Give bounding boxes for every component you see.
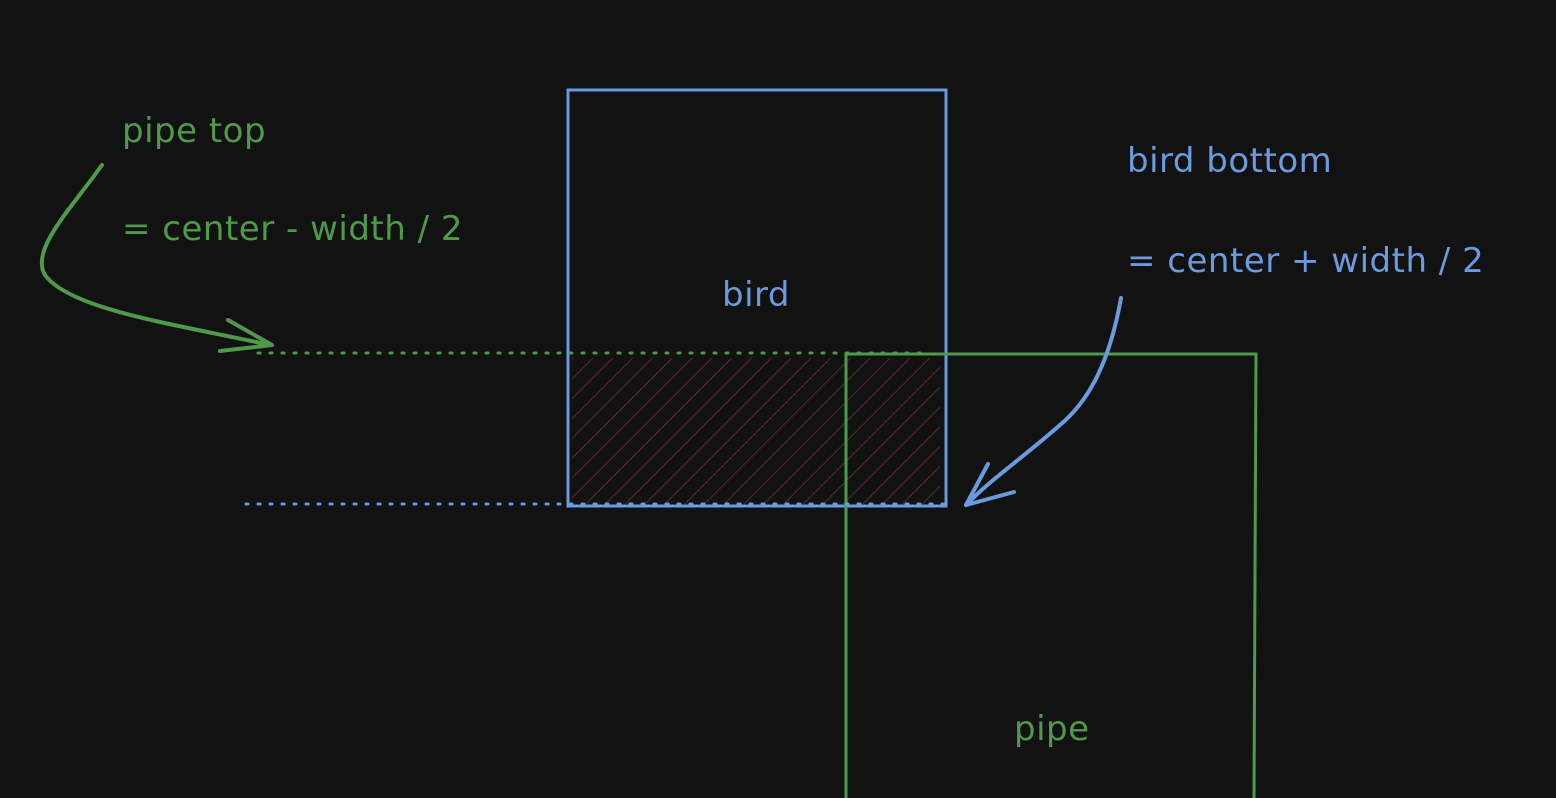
bird-bottom-formula: = center + width / 2 — [1127, 241, 1485, 281]
bird-bottom-label: bird bottom — [1127, 141, 1333, 181]
pipe-top-formula: = center - width / 2 — [122, 209, 463, 249]
pipe-top-label: pipe top — [122, 111, 267, 151]
bird-box — [566, 88, 948, 508]
pipe-box — [844, 352, 1258, 798]
bird-bottom-arrowhead — [964, 462, 1016, 507]
bird-bottom-arrow — [964, 296, 1123, 507]
pipe-top-arrowhead — [218, 318, 274, 353]
pipe-label: pipe — [1014, 709, 1090, 749]
overlap-region — [572, 358, 940, 504]
bird-label: bird — [722, 275, 790, 315]
pipe-top-arrow — [39, 163, 272, 347]
